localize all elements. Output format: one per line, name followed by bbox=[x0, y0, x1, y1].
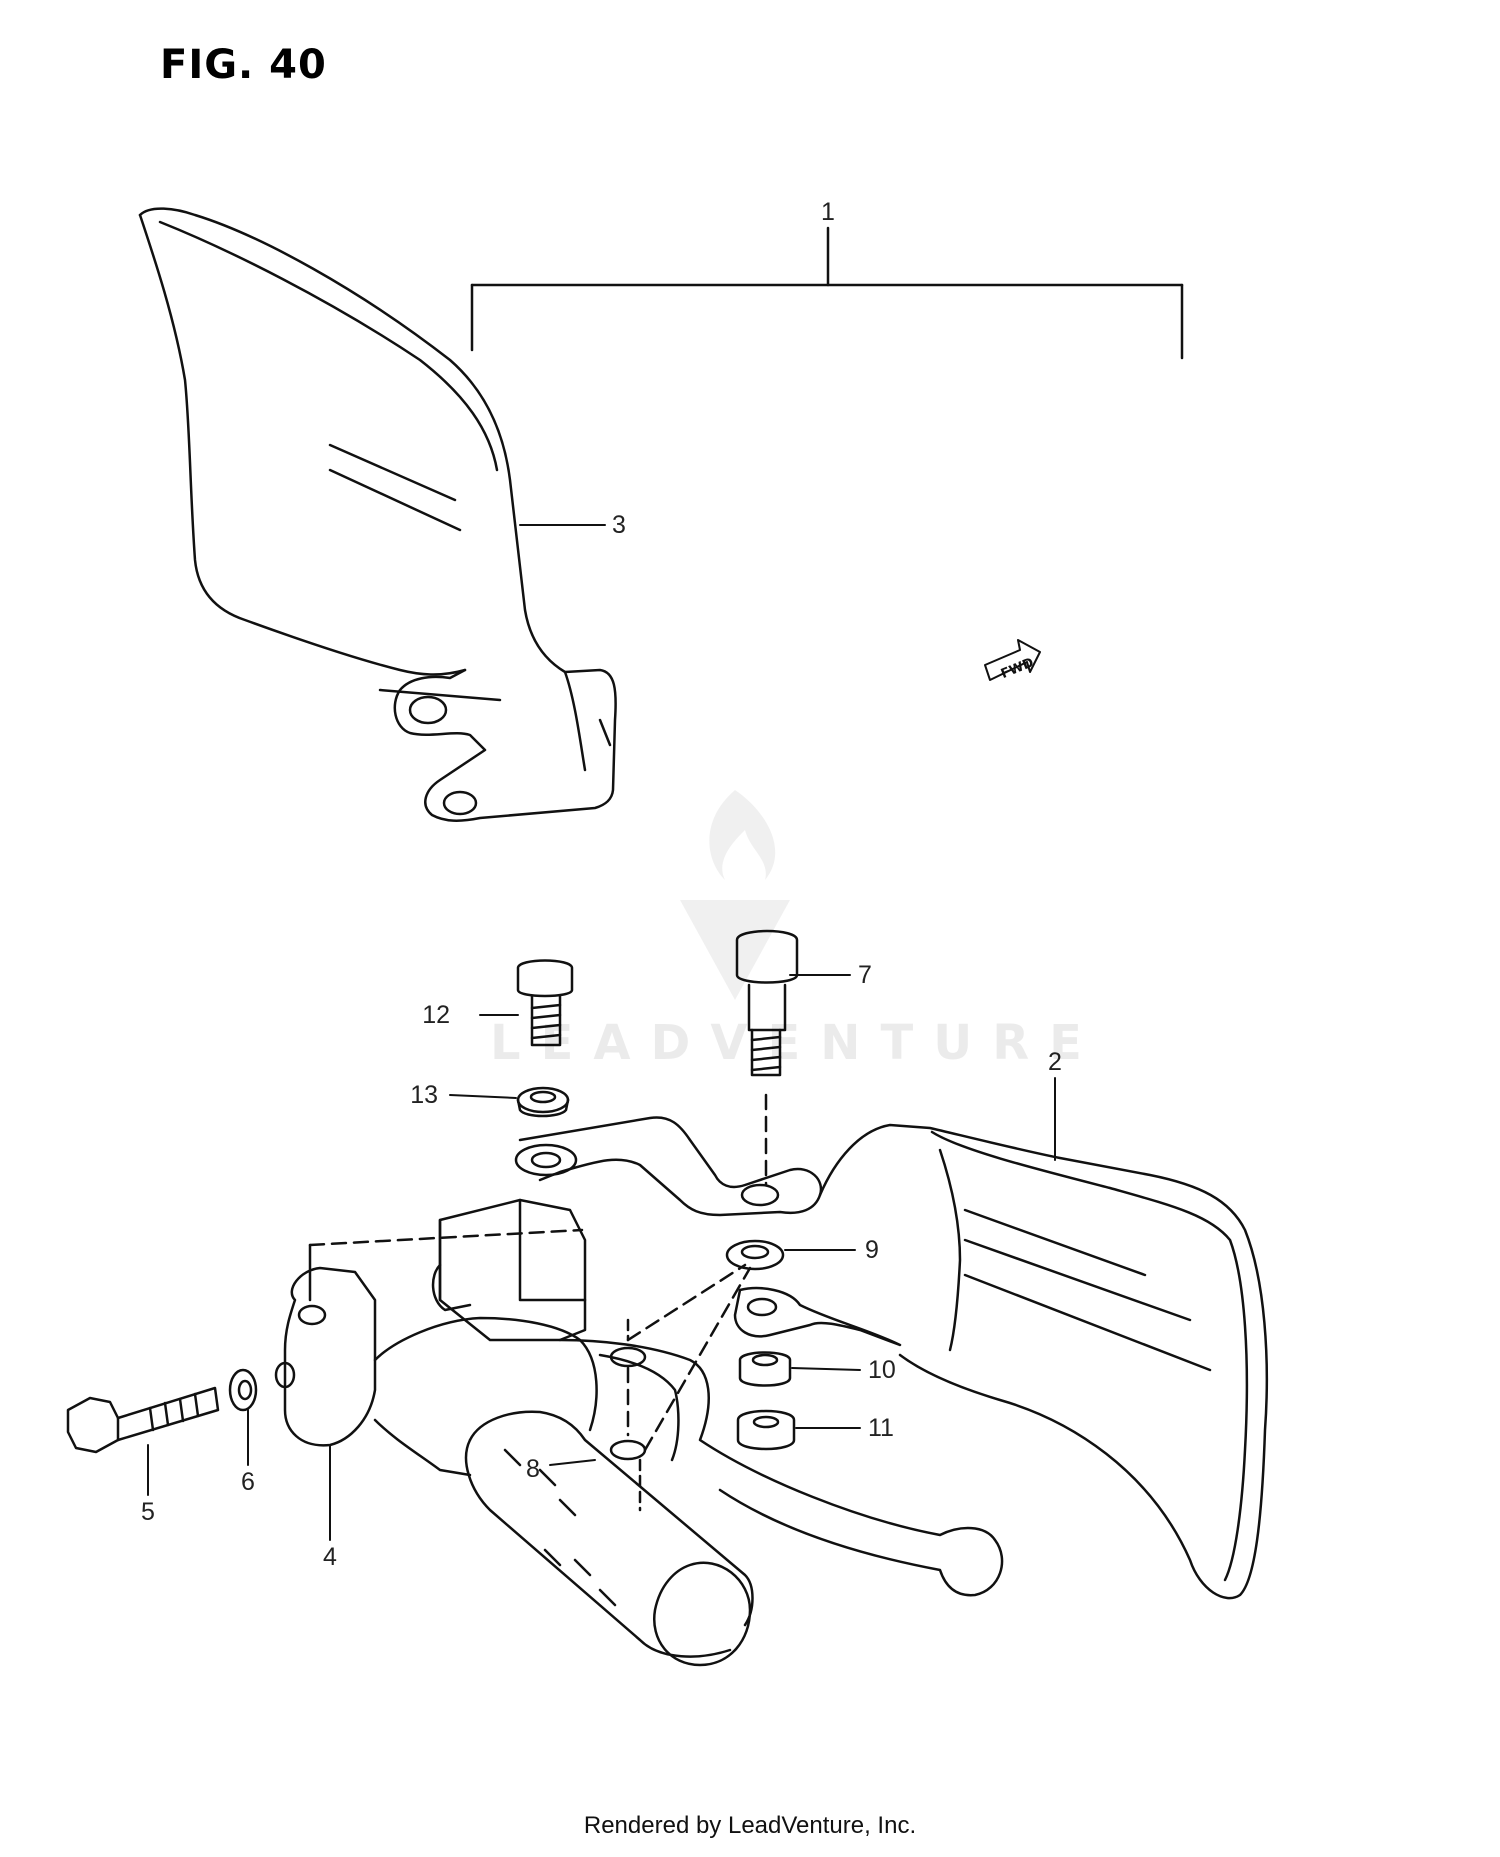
hand-guard-lower bbox=[818, 1123, 1269, 1600]
lever-plate bbox=[733, 1286, 902, 1347]
watermark-logo bbox=[680, 790, 790, 1000]
callout-2: 2 bbox=[1048, 1048, 1062, 1076]
fwd-arrow-icon bbox=[984, 639, 1041, 681]
figure-title: FIG. 40 bbox=[160, 42, 327, 88]
assembly-bracket bbox=[470, 226, 1184, 360]
callout-7: 7 bbox=[858, 961, 872, 989]
lever-holder-assembly bbox=[274, 1198, 1004, 1667]
leader-lines bbox=[147, 524, 1056, 1541]
callout-13: 13 bbox=[410, 1081, 438, 1109]
lever-bracket bbox=[514, 1116, 823, 1217]
bolt-7 bbox=[735, 929, 799, 1187]
washer-9 bbox=[725, 1239, 785, 1271]
hand-guard-upper bbox=[138, 207, 617, 822]
callout-9: 9 bbox=[865, 1236, 879, 1264]
callout-8: 8 bbox=[526, 1455, 540, 1483]
callout-labels: 1 2 3 4 5 6 7 8 9 10 11 12 13 FWD bbox=[141, 198, 1062, 1571]
footer-credit: Rendered by LeadVenture, Inc. bbox=[583, 1812, 917, 1839]
callout-1: 1 bbox=[821, 198, 835, 226]
washer-13 bbox=[516, 1086, 570, 1118]
watermark-text: LEADVENTURE bbox=[490, 1015, 1102, 1071]
bolt-12 bbox=[516, 959, 574, 1047]
callout-12: 12 bbox=[422, 1001, 450, 1029]
callout-10: 10 bbox=[868, 1356, 896, 1384]
callout-4: 4 bbox=[323, 1543, 337, 1571]
callout-5: 5 bbox=[141, 1498, 155, 1526]
callout-11: 11 bbox=[868, 1414, 894, 1442]
nut-11 bbox=[736, 1409, 796, 1451]
bolt-5 bbox=[66, 1386, 220, 1454]
callout-3: 3 bbox=[612, 511, 626, 539]
callout-6: 6 bbox=[241, 1468, 255, 1496]
washer-6 bbox=[228, 1368, 258, 1412]
nut-10 bbox=[738, 1351, 792, 1387]
